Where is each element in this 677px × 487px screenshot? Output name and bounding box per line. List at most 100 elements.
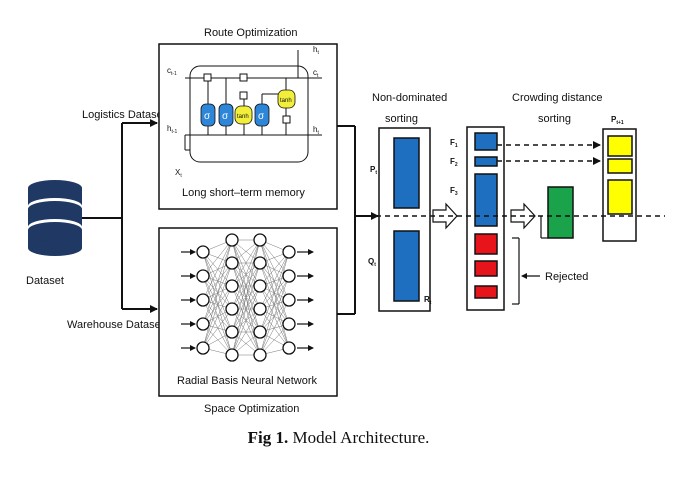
- nn-node: [225, 325, 239, 339]
- parent-population-block: [393, 137, 420, 209]
- sigma-label: σ: [204, 111, 211, 122]
- front-f2-block: [474, 156, 498, 167]
- lstm-labels: ct-1 ht-1 Xt ht ct ht: [167, 45, 319, 179]
- nondom-title-line2: sorting: [385, 113, 418, 125]
- h-top-label: ht: [313, 45, 319, 56]
- route-optimization-title: Route Optimization: [204, 27, 298, 39]
- x-input-label: Xt: [175, 168, 182, 179]
- nn-node: [253, 302, 267, 316]
- nn-edge: [259, 251, 290, 287]
- nn-edge: [231, 239, 261, 287]
- tanh-gate: [277, 89, 296, 109]
- crowding-title-line2: sorting: [538, 113, 571, 125]
- hollow-arrow-icon: [432, 202, 458, 230]
- nn-edge: [259, 262, 290, 325]
- nn-node: [282, 245, 296, 259]
- nn-node: [282, 269, 296, 283]
- nn-node: [196, 245, 210, 259]
- merge-connectors: [337, 125, 379, 315]
- nn-node: [225, 256, 239, 270]
- nn-edge: [259, 285, 290, 325]
- nn-edge: [259, 251, 290, 333]
- nn-edge: [202, 262, 233, 349]
- green-connector: [540, 216, 548, 239]
- nn-node: [253, 325, 267, 339]
- logistics-dataset-label: Logistics Dataset: [82, 109, 166, 121]
- nn-edge: [202, 308, 233, 349]
- nn-node: [225, 279, 239, 293]
- nn-node: [253, 233, 267, 247]
- nn-node: [282, 317, 296, 331]
- f2-label: F2: [450, 157, 458, 168]
- tanh-label: tanh: [280, 98, 292, 104]
- rbnn-caption: Radial Basis Neural Network: [177, 375, 317, 387]
- multiply-node: [203, 73, 212, 82]
- nn-edge: [259, 262, 290, 301]
- lstm-operators: [203, 73, 291, 124]
- nn-edge: [231, 308, 261, 356]
- dataset-connectors: [82, 119, 158, 313]
- nn-edge: [259, 275, 290, 356]
- c-prev-label: ct-1: [167, 66, 177, 77]
- add-node: [239, 73, 248, 82]
- front-f1-block: [474, 132, 498, 151]
- dataset-label: Dataset: [26, 275, 64, 287]
- front-f3-block: [474, 173, 498, 227]
- nn-node: [196, 317, 210, 331]
- database-icon: [28, 180, 82, 256]
- sigma-gate: [254, 103, 270, 127]
- caption-text: Model Architecture.: [288, 428, 430, 447]
- lstm-box: [158, 43, 338, 210]
- rt-label: Rt: [424, 295, 432, 306]
- rejected-block: [474, 260, 498, 277]
- nn-node: [253, 256, 267, 270]
- nn-node: [225, 233, 239, 247]
- nn-edge: [231, 239, 261, 333]
- nn-edge: [259, 251, 290, 310]
- qt-label: Qt: [368, 257, 376, 268]
- tanh-gates: tanh tanh: [234, 89, 296, 125]
- tanh-gate: [234, 105, 253, 125]
- sigma-gate: [218, 103, 234, 127]
- sigma-label: σ: [258, 111, 265, 122]
- pt1-label: Pt+1: [611, 115, 624, 126]
- lstm-caption: Long short–term memory: [182, 187, 305, 199]
- nn-edge: [202, 239, 233, 301]
- nn-edge: [202, 299, 233, 333]
- multiply-node: [282, 115, 291, 124]
- nondom-title-line1: Non-dominated: [372, 92, 447, 104]
- rejected-block: [474, 285, 498, 299]
- sigma-gates: σ σ σ: [200, 103, 270, 127]
- sigma-label: σ: [222, 111, 229, 122]
- c-out-label: ct: [313, 68, 319, 79]
- nn-node: [282, 341, 296, 355]
- multiply-node: [239, 91, 248, 100]
- nn-node: [253, 348, 267, 362]
- nn-edge: [259, 239, 290, 301]
- nn-edge: [259, 251, 290, 356]
- nn-edge: [259, 299, 290, 356]
- nn-edge: [202, 299, 233, 356]
- nn-edge: [202, 251, 233, 287]
- nn-edge: [202, 275, 233, 356]
- h-out-label: ht: [313, 125, 319, 136]
- nn-edge: [259, 285, 290, 349]
- caption-label: Fig 1.: [247, 428, 289, 447]
- nn-edge: [231, 285, 261, 356]
- warehouse-dataset-label: Warehouse Dataset: [67, 319, 164, 331]
- nn-node: [282, 293, 296, 307]
- nn-edge: [259, 239, 290, 325]
- f3-label: F3: [450, 186, 458, 197]
- nn-node: [196, 269, 210, 283]
- nn-edge: [202, 275, 233, 333]
- nn-edge: [259, 323, 290, 356]
- nn-edge: [202, 239, 233, 277]
- crowding-sorted-block: [547, 186, 574, 239]
- neural-network: [181, 233, 314, 362]
- dashed-arrows: [497, 141, 601, 165]
- f1-label: F1: [450, 138, 458, 149]
- nn-edge: [259, 308, 290, 349]
- h-prev-label: ht-1: [167, 124, 178, 135]
- nn-edge: [202, 239, 233, 349]
